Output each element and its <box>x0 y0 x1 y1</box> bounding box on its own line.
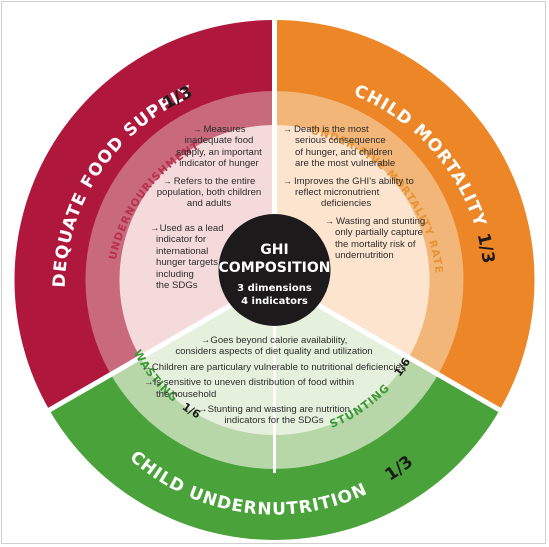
center-sub-1: 3 dimensions <box>237 283 312 294</box>
undernutrition-bullet-2: →Children are particulary vulnerable to … <box>142 361 406 373</box>
undernourishment-bullet-3: →Used as a lead indicator for internatio… <box>150 223 224 292</box>
arrow-icon: → <box>150 223 160 234</box>
arrow-icon: → <box>325 215 334 226</box>
mortality-bullet-3: →Wasting and stunting only partially cap… <box>325 215 426 262</box>
center-title-1: GHI <box>260 242 288 258</box>
arrow-icon: → <box>200 335 211 346</box>
undernourishment-bullets: →Measures inadequate food supply, an imp… <box>140 124 268 216</box>
arrow-icon: → <box>192 124 202 134</box>
arrow-icon: → <box>144 377 154 389</box>
arrow-icon: → <box>283 124 292 134</box>
arrow-icon: → <box>162 175 172 186</box>
center-sub-2: 4 indicators <box>241 296 308 307</box>
center-title-2: COMPOSITION <box>219 260 331 276</box>
mortality-bullets: →Death is the most serious consequence o… <box>283 124 433 267</box>
arrow-icon: → <box>283 175 292 186</box>
undernutrition-bullet-4: →Stunting and wasting are nutrition indi… <box>198 404 350 427</box>
undernutrition-bullets: →Goes beyond calorie availability, consi… <box>124 335 424 431</box>
mortality-bullet-1: →Death is the most serious consequence o… <box>283 124 396 170</box>
undernutrition-bullet-1: →Goes beyond calorie availability, consi… <box>175 335 373 358</box>
center-circle <box>218 214 331 326</box>
undernourishment-bullet-2: →Refers to the entire population, both c… <box>156 175 262 210</box>
arrow-icon: → <box>198 404 208 416</box>
undernutrition-bullet-3: →Is sensitive to uneven distribution of … <box>144 377 355 400</box>
arrow-icon: → <box>142 361 152 373</box>
mortality-bullet-2: →Improves the GHI’s ability to reflect m… <box>283 175 414 210</box>
undernourishment-bullet-1: →Measures inadequate food supply, an imp… <box>176 124 262 170</box>
